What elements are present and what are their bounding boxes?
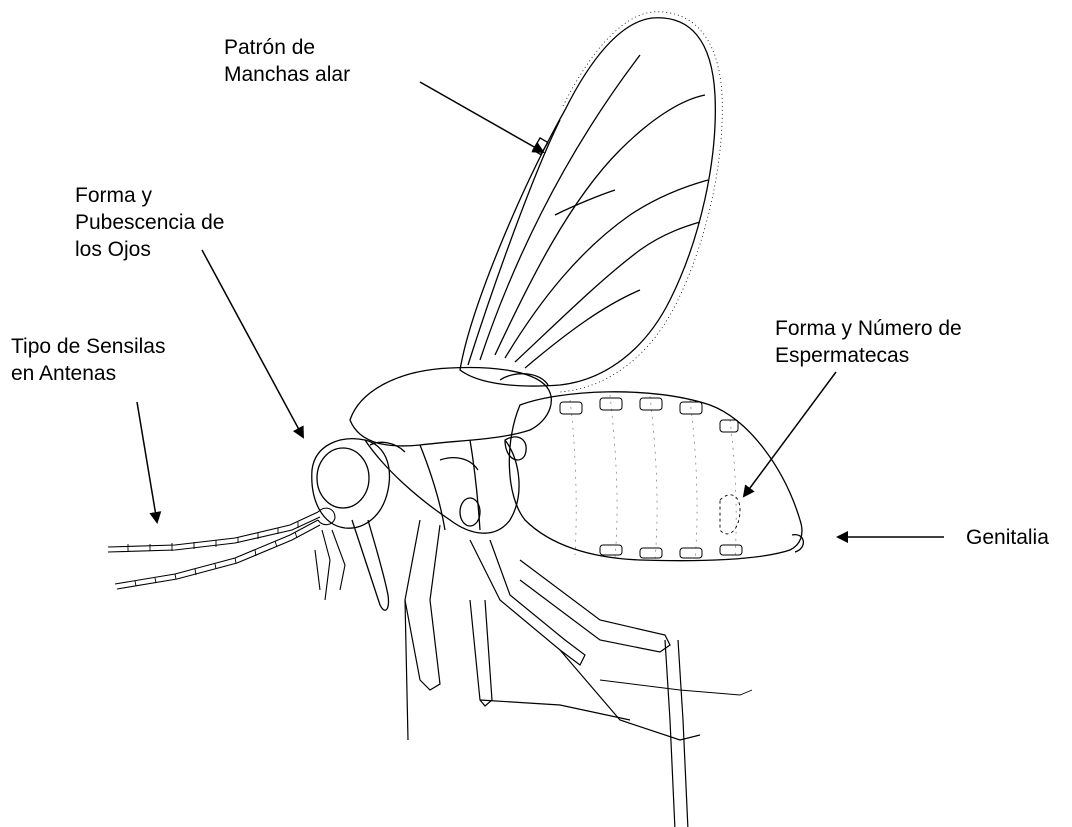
thorax [350,368,551,534]
label-wing-pattern-line1: Patrón de [224,34,350,61]
label-wing-pattern: Patrón de Manchas alar [224,34,350,88]
coxa-mark [460,498,480,526]
label-eyes-line2: Pubescencia de [75,209,224,236]
label-antennae-line1: Tipo de Sensilas [11,333,165,360]
wing-vein-3 [505,180,708,358]
mouthparts [315,530,345,600]
label-wing-pattern-line2: Manchas alar [224,61,350,88]
abdomen-segments [570,395,736,560]
spermatheca [720,495,740,534]
label-spermathecae: Forma y Número de Espermatecas [775,315,962,369]
wing-vein-1 [480,55,640,360]
abdomen-plates [560,398,742,558]
wing-vein-4 [515,222,700,362]
wing-vein-costa [468,120,560,365]
arrow-eyes [202,250,303,437]
arrow-spermathecae [744,372,836,496]
callout-arrows [137,82,944,537]
hind-leg [520,560,815,827]
legs [405,520,815,827]
antenna-upper [108,512,320,552]
scutellum [500,374,548,385]
thorax-sclerite-3 [440,458,478,470]
label-antennae-line2: en Antenas [11,360,165,387]
label-eyes-line3: los Ojos [75,236,224,263]
thorax-sclerite-2 [470,440,480,530]
label-eyes: Forma y Pubescencia de los Ojos [75,182,224,263]
wing-vein-2 [495,95,705,355]
compound-eye [317,448,369,508]
head-capsule [312,439,390,528]
label-genitalia: Genitalia [966,524,1049,551]
label-spermathecae-line1: Forma y Número de [775,315,962,342]
wing [460,12,722,392]
wing-outline [460,18,715,386]
label-antennae: Tipo de Sensilas en Antenas [11,333,165,387]
arrow-antennae [137,402,157,522]
scutum [350,368,551,446]
antennae [108,508,345,600]
label-spermathecae-line2: Espermatecas [775,342,962,369]
wing-vein-cross [555,190,615,215]
label-genitalia-line1: Genitalia [966,524,1049,551]
palp [352,520,388,610]
haltere [505,437,526,460]
arrow-wing-pattern [420,82,543,152]
front-leg [405,520,440,740]
label-eyes-line1: Forma y [75,182,224,209]
thorax-sclerite-1 [420,445,445,530]
